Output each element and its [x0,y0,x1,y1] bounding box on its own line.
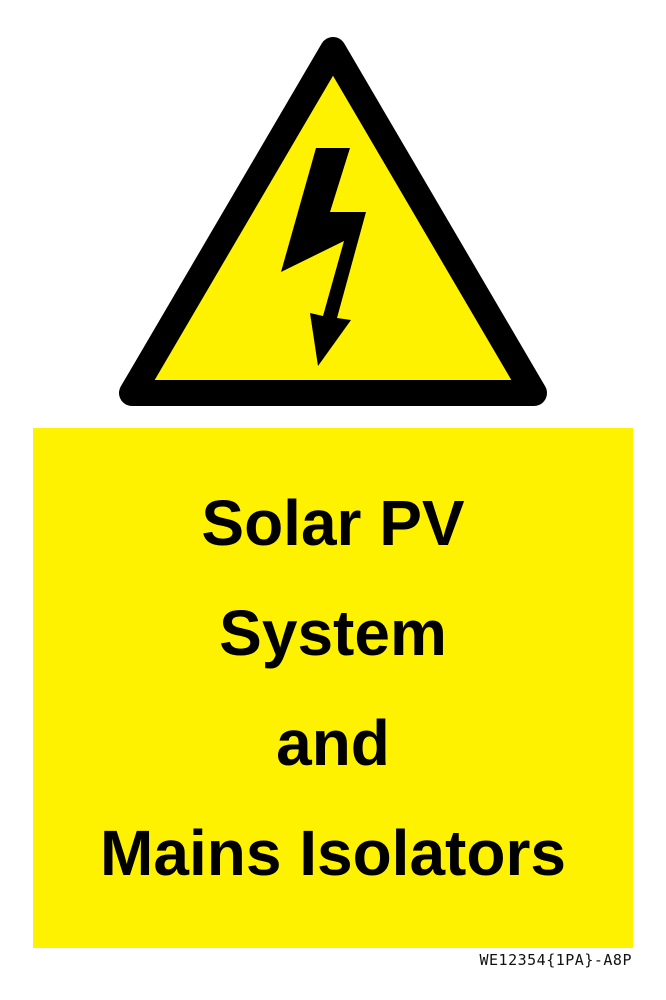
sign-line-4: Mains Isolators [100,817,566,889]
sign-line-3: and [276,707,390,779]
sign-text-panel: Solar PV System and Mains Isolators [33,428,633,948]
product-code: WE12354{1PA}-A8P [479,951,632,969]
sign-line-2: System [219,597,447,669]
sign-line-1: Solar PV [201,487,465,559]
electrical-hazard-warning-triangle-icon [119,37,547,406]
lightning-bolt-icon [281,148,366,366]
